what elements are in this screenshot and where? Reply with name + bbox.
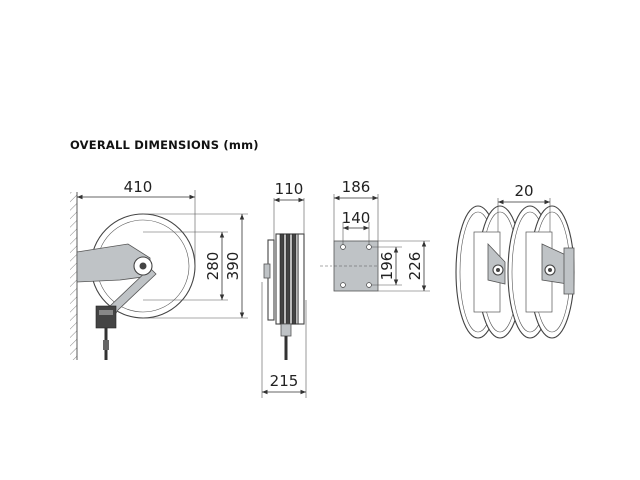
bolt-hole: [340, 244, 346, 250]
twin-reel-view: 20: [455, 182, 575, 339]
dim-110: 110: [275, 180, 304, 198]
dim-226: 226: [406, 252, 424, 281]
bracket-view: 186 140 196 226: [320, 178, 430, 292]
side-view: 410 280 390: [70, 178, 248, 360]
wall-hatch: [70, 192, 77, 360]
page-title: OVERALL DIMENSIONS (mm): [70, 138, 259, 152]
dim-390: 390: [224, 252, 242, 281]
dim-20: 20: [514, 182, 533, 200]
dim-196: 196: [378, 252, 396, 281]
front-right-plate: [297, 233, 305, 325]
dim-410: 410: [124, 178, 153, 196]
front-left-plate: [267, 239, 275, 321]
front-outlet: [280, 323, 292, 337]
hose-guide: [95, 305, 117, 329]
wall-plate: [563, 247, 575, 295]
dim-280: 280: [204, 252, 222, 281]
dim-140: 140: [342, 209, 371, 227]
hub-center: [139, 262, 147, 270]
front-bracket: [263, 263, 271, 279]
dim-215: 215: [270, 372, 299, 390]
dim-186: 186: [342, 178, 371, 196]
front-view: 110 215: [261, 180, 307, 398]
hose-coil: [279, 233, 285, 325]
